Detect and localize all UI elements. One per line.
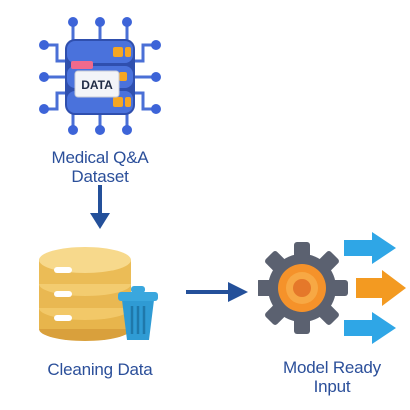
server-data-icon: DATA — [39, 17, 161, 135]
database-cleaning-icon — [39, 247, 158, 341]
output-label-line2: Input — [313, 377, 351, 396]
right-arrow-icon — [186, 282, 248, 302]
output-label: Model Ready Input — [252, 358, 410, 396]
output-label-line1: Model Ready — [283, 358, 381, 377]
data-card-text: DATA — [81, 78, 113, 92]
dataset-label-line2: Dataset — [71, 167, 129, 186]
gear-output-icon — [258, 232, 406, 344]
cleaning-label-line1: Cleaning Data — [47, 360, 153, 379]
dataset-label: Medical Q&A Dataset — [20, 148, 180, 186]
cleaning-label: Cleaning Data — [20, 360, 180, 379]
down-arrow-icon — [90, 185, 110, 229]
dataset-label-line1: Medical Q&A — [51, 148, 149, 167]
